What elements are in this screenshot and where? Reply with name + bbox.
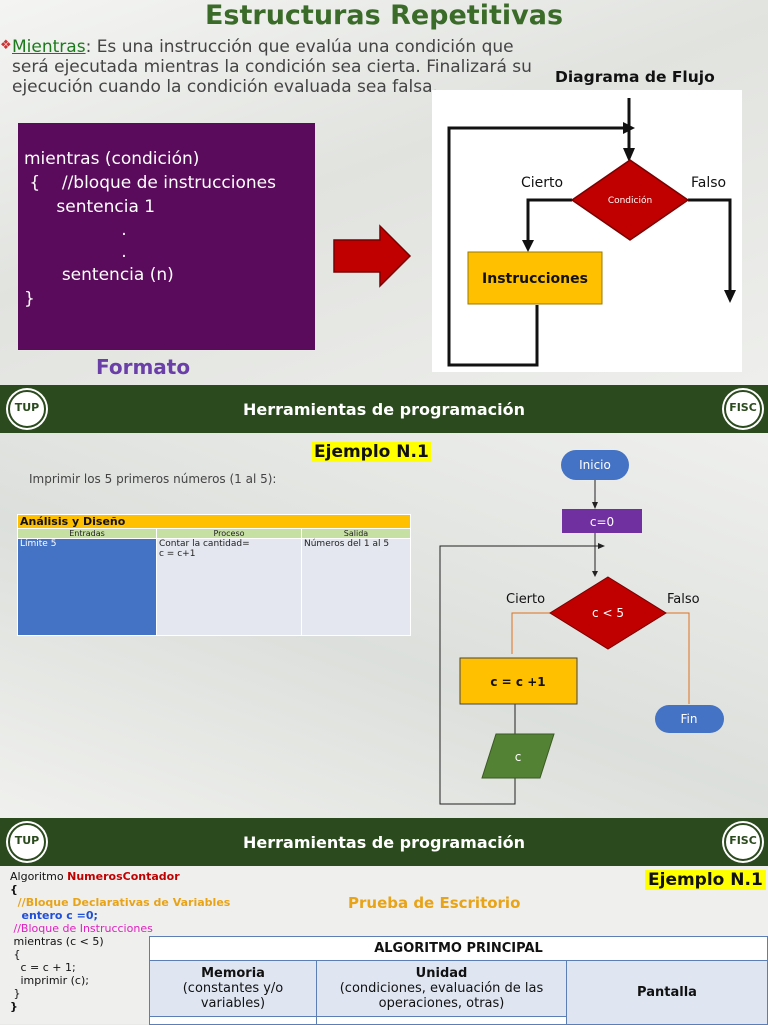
code-line: mientras (c < 5) bbox=[10, 935, 104, 948]
col-header: Proceso bbox=[156, 528, 302, 539]
false-label: Falso bbox=[667, 592, 700, 607]
code-line: mientras (condición) bbox=[24, 149, 200, 169]
init-label: c=0 bbox=[590, 515, 614, 529]
flowchart-example: Inicio c=0 c < 5 Cierto Falso c = c +1 c… bbox=[439, 450, 724, 805]
cell-proceso: Contar la cantidad= c = c+1 bbox=[156, 538, 302, 636]
decl-comment: //Bloque Declarativas de Variables bbox=[10, 896, 231, 909]
right-arrow-icon bbox=[333, 224, 412, 288]
analysis-title: Análisis y Diseño bbox=[17, 514, 411, 529]
band-title: Herramientas de programación bbox=[243, 400, 525, 419]
arrow-head bbox=[598, 543, 605, 549]
condition-label: c < 5 bbox=[592, 606, 624, 620]
code-line: imprimir (c); bbox=[10, 974, 89, 987]
algo-close-brace: } bbox=[10, 1000, 18, 1013]
page-title: Estructuras Repetitivas bbox=[204, 0, 564, 31]
arrow-head bbox=[592, 502, 598, 509]
false-label: Falso bbox=[691, 175, 726, 191]
arrow-head bbox=[623, 148, 635, 162]
code-line: sentencia 1 bbox=[24, 197, 156, 217]
header-band: TUP Herramientas de programación FISC bbox=[0, 385, 768, 433]
code-line: sentencia (n) bbox=[24, 265, 174, 285]
desk-test-title: Prueba de Escritorio bbox=[348, 894, 521, 912]
diagram-label: Diagrama de Flujo bbox=[555, 68, 715, 86]
example-label: Ejemplo N.1 bbox=[645, 870, 766, 890]
algo-keyword: Algoritmo bbox=[10, 870, 68, 883]
example-label: Ejemplo N.1 bbox=[312, 442, 431, 462]
tup-logo: TUP bbox=[8, 390, 46, 428]
output-parallelogram bbox=[481, 733, 555, 779]
table-cell bbox=[149, 1016, 317, 1025]
decl-line: entero c =0; bbox=[10, 909, 98, 922]
arrow-head bbox=[522, 240, 534, 252]
code-format-box: mientras (condición) { //bloque de instr… bbox=[18, 123, 315, 350]
arrow-head bbox=[592, 571, 598, 577]
code-line: { bbox=[10, 948, 21, 961]
code-line: c = c + 1; bbox=[10, 961, 76, 974]
format-label: Formato bbox=[96, 355, 191, 379]
algo-open-brace: { bbox=[10, 883, 18, 896]
instructions-label: Instrucciones bbox=[482, 271, 588, 287]
cell-entradas: Límite 5 bbox=[17, 538, 157, 636]
unidad-sub: (condiciones, evaluación de las operacio… bbox=[339, 981, 544, 1011]
table-cell bbox=[316, 1016, 567, 1025]
header-band: TUP Herramientas de programación FISC bbox=[0, 818, 768, 866]
col-header: Salida bbox=[301, 528, 411, 539]
memoria-sub: (constantes y/o variables) bbox=[182, 981, 284, 1011]
band-title: Herramientas de programación bbox=[243, 833, 525, 852]
intro-keyword: Mientras bbox=[12, 37, 86, 57]
code-line: } bbox=[10, 987, 21, 1000]
true-label: Cierto bbox=[521, 175, 563, 191]
end-label: Fin bbox=[681, 712, 698, 726]
intro-paragraph: Mientras: Es una instrucción que evalúa … bbox=[12, 37, 537, 97]
init-box bbox=[562, 509, 642, 533]
start-terminal bbox=[561, 450, 629, 480]
increment-label: c = c +1 bbox=[490, 675, 545, 689]
col-header: Entradas bbox=[17, 528, 157, 539]
code-line: } bbox=[24, 289, 35, 309]
instructions-box bbox=[467, 251, 603, 305]
algo-name: NumerosContador bbox=[67, 870, 180, 883]
start-label: Inicio bbox=[579, 458, 611, 472]
increment-box bbox=[459, 657, 578, 705]
intro-text: : Es una instrucción que evalúa una cond… bbox=[12, 37, 532, 97]
algorithm-code: Algoritmo NumerosContador { //Bloque Dec… bbox=[10, 870, 230, 1013]
bullet-icon: ❖ bbox=[0, 38, 12, 53]
fisc-logo: FISC bbox=[724, 823, 762, 861]
instr-comment: //Bloque de Instrucciones bbox=[10, 922, 153, 935]
decision-diamond bbox=[570, 159, 690, 241]
problem-description: Imprimir los 5 primeros números (1 al 5)… bbox=[29, 472, 277, 486]
code-line: . bbox=[24, 242, 127, 262]
memoria-header: Memoria(constantes y/o variables) bbox=[149, 960, 317, 1017]
tup-logo: TUP bbox=[8, 823, 46, 861]
true-label: Cierto bbox=[506, 592, 545, 607]
code-line: . bbox=[24, 220, 127, 240]
end-terminal bbox=[655, 705, 724, 733]
code-line: { //bloque de instrucciones bbox=[24, 173, 276, 193]
pantalla-header: Pantalla bbox=[566, 960, 768, 1025]
flowchart-generic: Condición Instrucciones Cierto Falso bbox=[432, 90, 742, 372]
analysis-table: Análisis y Diseño Entradas Proceso Salid… bbox=[17, 514, 411, 636]
decision-diamond bbox=[549, 576, 667, 650]
table-title: ALGORITMO PRINCIPAL bbox=[149, 936, 768, 961]
arrow-head bbox=[623, 122, 635, 134]
desk-test-table: ALGORITMO PRINCIPAL Memoria(constantes y… bbox=[149, 936, 768, 1025]
arrow-head bbox=[724, 290, 736, 303]
output-label: c bbox=[515, 750, 522, 764]
condition-label: Condición bbox=[608, 195, 652, 206]
fisc-logo: FISC bbox=[724, 390, 762, 428]
unidad-header: Unidad(condiciones, evaluación de las op… bbox=[316, 960, 567, 1017]
cell-salida: Números del 1 al 5 bbox=[301, 538, 411, 636]
